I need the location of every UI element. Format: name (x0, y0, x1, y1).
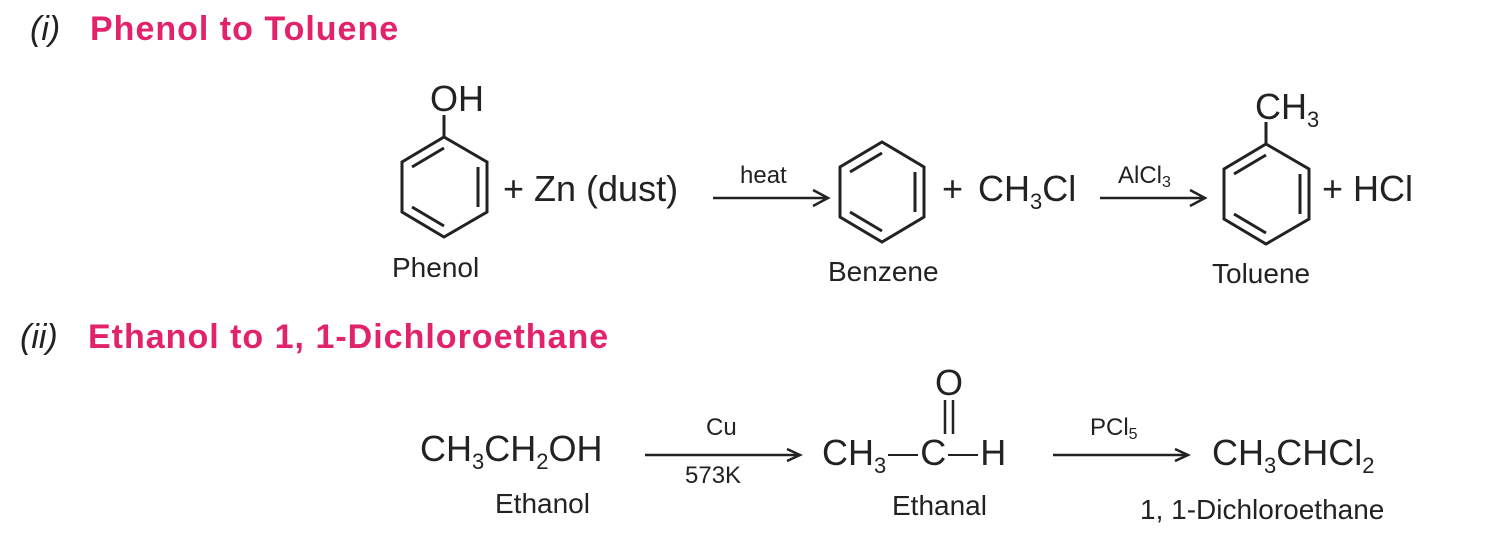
phenol-oh-label: OH (430, 78, 484, 119)
methyl-chloride-formula: CH3Cl (978, 168, 1077, 214)
toluene-ch3-label: CH3 (1255, 86, 1320, 132)
arrow-3-condition-temperature: 573K (685, 462, 742, 489)
arrow-2-condition-alcl3: AlCl3 (1118, 162, 1171, 191)
toluene-name: Toluene (1212, 258, 1311, 289)
ethanal-name: Ethanal (892, 490, 987, 521)
section-2-heading: Ethanol to 1, 1-Dichloroethane (88, 318, 610, 356)
section-1-numeral: (i) (30, 10, 61, 48)
zinc-dust-reagent: + Zn (dust) (503, 168, 679, 209)
phenol-name: Phenol (392, 252, 480, 283)
dichloroethane-formula: CH3CHCl2 (1212, 432, 1375, 478)
section-1-heading: Phenol to Toluene (90, 10, 400, 48)
toluene-ring (1222, 122, 1311, 246)
arrow-1-condition-heat: heat (740, 162, 787, 189)
arrow-3-condition-cu: Cu (706, 414, 737, 441)
hcl-product: + HCl (1322, 168, 1414, 209)
benzene-ring (838, 140, 926, 244)
ethanol-formula: CH3CH2OH (420, 428, 603, 474)
section-2-numeral: (ii) (20, 318, 58, 356)
plus-sign: + (942, 168, 964, 209)
ethanal-oxygen: O (935, 362, 964, 403)
phenol-ring (400, 115, 489, 239)
reaction-arrow-1 (713, 188, 831, 208)
reaction-arrow-3 (645, 447, 803, 463)
reaction-arrow-4 (1053, 447, 1191, 463)
benzene-name: Benzene (828, 256, 939, 287)
carbonyl-double-bond (943, 400, 955, 434)
ethanol-name: Ethanol (495, 488, 590, 519)
reaction-arrow-2 (1100, 188, 1208, 208)
arrow-4-condition-pcl5: PCl5 (1090, 414, 1138, 443)
dichloroethane-name: 1, 1-Dichloroethane (1140, 494, 1385, 525)
